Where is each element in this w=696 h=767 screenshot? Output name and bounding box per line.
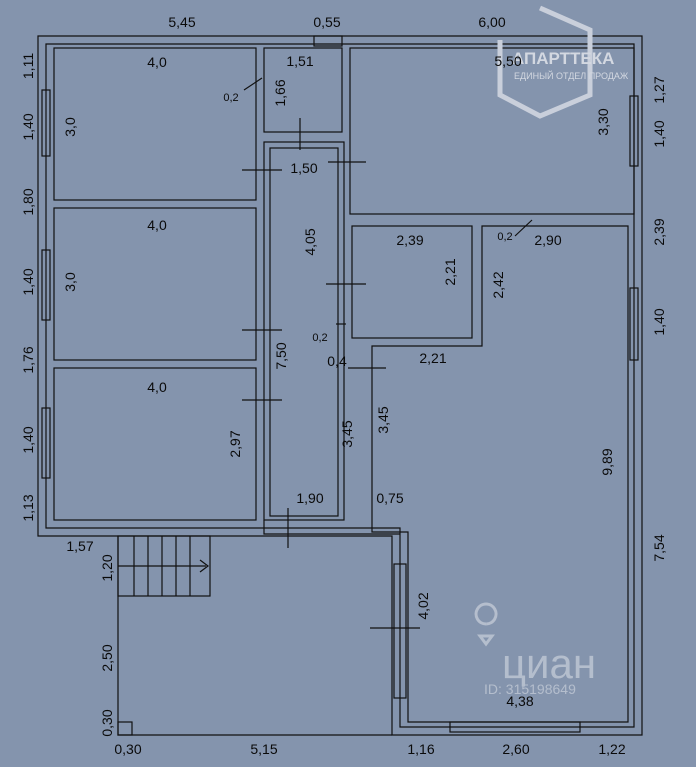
dimension-label-hall-150: 1,50 (290, 160, 317, 176)
dimension-label-left-176: 1,76 (20, 346, 36, 373)
dimension-label-room2-w: 4,0 (147, 217, 167, 233)
dimension-label-big-330: 3,30 (595, 108, 611, 135)
dimension-label-r-02: 0,2 (497, 231, 512, 243)
watermark-brand: циан (502, 640, 596, 687)
stairs (117, 535, 211, 597)
dimension-label-right-140a: 1,40 (651, 120, 667, 147)
window-right-1 (629, 95, 639, 167)
dimension-label-right-239: 2,39 (651, 218, 667, 245)
dimension-label-hall-075: 0,75 (376, 490, 403, 506)
dimension-label-hall-190: 1,90 (296, 490, 323, 506)
hall-bottom (263, 520, 400, 535)
dimension-label-bot-515: 5,15 (250, 741, 277, 757)
dimension-label-left-111: 1,11 (20, 53, 36, 79)
dimension-label-room2-h: 3,0 (62, 272, 78, 292)
dimension-label-bath-221v: 2,21 (442, 258, 458, 285)
dimension-label-small-151: 1,51 (286, 53, 313, 69)
dimension-label-bot-260: 2,60 (502, 741, 529, 757)
dimension-label-room1-w: 4,0 (147, 54, 167, 70)
corner-pillar (117, 721, 133, 736)
dimension-label-room1-h: 3,0 (62, 117, 78, 137)
dimension-label-hall-345a: 3,45 (339, 420, 355, 447)
dimension-label-big-402: 4,02 (415, 592, 431, 619)
dimension-labels: 5,45 0,55 6,00 4,0 3,0 0,2 1,51 1,66 1,50 5,50 3,3… (20, 14, 667, 757)
dimension-label-top-545: 5,45 (168, 14, 195, 30)
dimension-label-cor-242: 2,42 (490, 271, 506, 298)
dimension-label-hall-04: 0,4 (327, 353, 347, 369)
dimension-label-left-113: 1,13 (20, 494, 36, 521)
watermark-id: ID: 315198649 (484, 681, 576, 697)
door-mark (514, 219, 533, 237)
window-inner (393, 563, 407, 699)
dimension-label-big-550: 5,50 (494, 53, 521, 69)
door-mark (243, 77, 263, 91)
dimension-label-big-438: 4,38 (506, 693, 533, 709)
cian-watermark: циан ID: 315198649 (474, 602, 596, 697)
dimension-label-r-290: 2,90 (534, 232, 561, 248)
dimension-label-top-055: 0,55 (313, 14, 340, 30)
dimension-label-left-140b: 1,40 (20, 268, 36, 295)
window-right-2 (629, 287, 639, 361)
dimension-label-bot-116: 1,16 (407, 741, 434, 757)
dimension-label-r1-02: 0,2 (223, 92, 238, 104)
dimension-label-stair-157: 1,57 (66, 538, 93, 554)
dimension-label-right-140b: 1,40 (651, 308, 667, 335)
dimension-label-ter-250: 2,50 (99, 644, 115, 671)
window-left-1 (41, 89, 51, 157)
dimension-label-bot-030: 0,30 (114, 741, 141, 757)
dimension-label-stair-120: 1,20 (99, 554, 115, 581)
window-left-2 (41, 249, 51, 321)
small-room (263, 47, 343, 133)
dimension-label-room3-w: 4,0 (147, 379, 167, 395)
window-top (313, 35, 343, 47)
logo-hexagon (497, 5, 593, 119)
dimension-label-hall-750: 7,50 (273, 342, 289, 369)
dimension-label-big-989: 9,89 (599, 448, 615, 475)
dimension-label-left-180: 1,80 (20, 188, 36, 215)
room-1 (53, 47, 257, 201)
dimension-label-left-140a: 1,40 (20, 113, 36, 140)
room-3 (53, 367, 257, 521)
location-pin-icon (474, 602, 498, 647)
dimension-label-small-166: 1,66 (272, 79, 288, 106)
dimension-label-bot-122: 1,22 (598, 741, 625, 757)
dimension-label-ter-030v: 0,30 (99, 709, 115, 736)
big-room-right (371, 225, 629, 723)
hall-inner (269, 147, 339, 517)
dimension-label-top-600: 6,00 (478, 14, 505, 30)
dimension-label-right-127: 1,27 (651, 76, 667, 103)
walls (37, 35, 643, 736)
dimension-label-bath-221h: 2,21 (419, 350, 446, 366)
bathroom (351, 225, 473, 339)
window-bottom (449, 721, 581, 733)
big-room (349, 47, 635, 215)
room-2 (53, 207, 257, 361)
logo-brand: АПАРТТЕКА (512, 49, 614, 68)
dimension-label-room3-h: 2,97 (227, 430, 243, 457)
hall (263, 141, 345, 521)
apartteka-logo: АПАРТТЕКА ЕДИНЫЙ ОТДЕЛ ПРОДАЖ (497, 5, 629, 119)
logo-tagline: ЕДИНЫЙ ОТДЕЛ ПРОДАЖ (514, 70, 629, 81)
outer-wall (37, 35, 643, 736)
dimension-label-bath-239: 2,39 (396, 232, 423, 248)
dimension-label-hall-02: 0,2 (312, 332, 327, 344)
dimension-label-hall-345b: 3,45 (375, 406, 391, 433)
window-left-3 (41, 407, 51, 479)
dimension-label-hall-405: 4,05 (302, 228, 318, 255)
dimension-label-right-754: 7,54 (651, 534, 667, 561)
dimension-label-left-140c: 1,40 (20, 426, 36, 453)
